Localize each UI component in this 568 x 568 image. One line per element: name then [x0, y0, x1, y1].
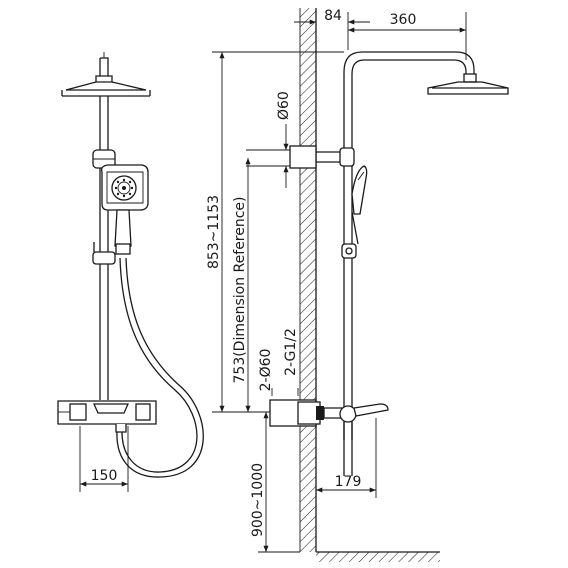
dim-height-range-label: 853~1153: [206, 195, 222, 269]
front-hose: [116, 257, 204, 478]
dim-mixer-center-label: 150: [91, 468, 118, 484]
dim-outlet-reach: 179: [316, 418, 377, 498]
front-rain-shower-head: [61, 52, 151, 97]
floor: [316, 551, 440, 562]
dim-outlet-reach-label: 179: [335, 474, 362, 490]
side-hand-shower: [341, 165, 368, 259]
dim-wall-offset-label: 84: [324, 8, 342, 24]
dim-wall-offset: 84: [294, 8, 370, 50]
side-wall-bracket: [246, 145, 355, 169]
dim-head-reach: 360: [348, 12, 467, 60]
dim-reference-height: 753(Dimension Reference): [232, 158, 251, 412]
side-riser-and-arm: [343, 51, 475, 440]
dim-mount-height-label: 900~1000: [250, 463, 266, 537]
dim-reference-height-label: 753(Dimension Reference): [232, 196, 248, 383]
dim-thread-size-label: 2-G1/2: [283, 328, 299, 376]
dim-pipe-labels: 2-Ø60 2-G1/2: [258, 328, 299, 396]
front-view: 150: [57, 52, 204, 492]
dim-pipe-diameter-label: Ø60: [276, 91, 292, 120]
side-mixer: [269, 399, 389, 476]
dim-pipe-diameter: Ø60: [276, 91, 292, 188]
front-mixer-bar: [57, 400, 157, 433]
front-slide-holder: [92, 242, 116, 265]
dim-mixer-center: 150: [79, 426, 129, 492]
front-riser-pipe: [99, 96, 109, 400]
dim-height-range: 853~1153: [206, 51, 344, 413]
dim-pipe-diameter-pair-label: 2-Ø60: [258, 349, 274, 392]
wall: [299, 8, 317, 552]
side-rain-shower-head: [427, 73, 509, 95]
dim-head-reach-label: 360: [390, 12, 417, 28]
side-view: 84 360 Ø60: [206, 8, 509, 562]
front-hand-shower: [100, 164, 149, 255]
dim-mount-height: 900~1000: [250, 411, 300, 553]
